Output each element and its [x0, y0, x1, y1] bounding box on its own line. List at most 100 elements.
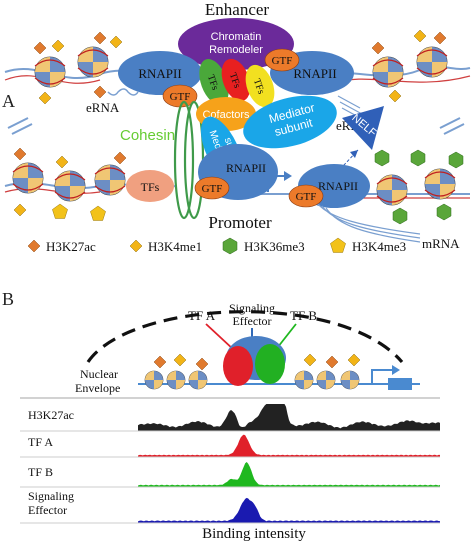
rnapii-label: RNAPII — [226, 161, 266, 175]
h3k4me1-mark — [388, 89, 402, 103]
h3k36me3-mark — [374, 149, 390, 167]
legend-h3k4me1-icon — [129, 239, 143, 253]
nuclear-envelope-line2: Envelope — [75, 381, 120, 395]
h3k27ac-mark — [33, 41, 47, 55]
nucleosome — [94, 164, 126, 196]
h3k4me1-mark — [38, 91, 52, 105]
break-mark-right — [439, 117, 465, 135]
track-label-3-line2: Effector — [28, 503, 67, 517]
nucleosome — [294, 370, 314, 390]
mrna-label: mRNA — [422, 236, 460, 251]
tf-b-label: TF B — [290, 308, 317, 323]
gtf-promoter — [194, 176, 230, 200]
nucleosome — [416, 46, 448, 78]
h3k4me1-mark — [109, 35, 123, 49]
h3k36me3-mark — [392, 207, 408, 225]
erna-transcript-left — [107, 88, 139, 96]
h3k36me3-mark — [410, 149, 426, 167]
track-signal-2 — [138, 462, 440, 486]
chromatin-remodeler — [178, 18, 294, 70]
tss-arrowhead — [284, 171, 292, 181]
legend-h3k27ac-icon — [27, 239, 41, 253]
nucleosome — [424, 168, 456, 200]
legend-h3k4me1-label: H3K4me1 — [148, 239, 202, 254]
tf-a-pointer — [205, 323, 235, 351]
track-label-2: TF B — [28, 465, 53, 479]
h3k4me1-mark — [51, 39, 65, 53]
nelf-triangle — [342, 106, 384, 150]
h3k27ac-mark — [433, 31, 447, 45]
track-signal-3 — [138, 497, 440, 522]
legend-h3k27ac-label: H3K27ac — [46, 239, 96, 254]
track-label-0: H3K27ac — [28, 408, 74, 422]
h3k27ac-mark — [371, 41, 385, 55]
nucleosome — [77, 46, 109, 78]
h3k36me3-mark — [436, 203, 452, 221]
gtf-label: GTF — [296, 191, 317, 203]
gtf-label: GTF — [170, 91, 191, 103]
tfs-salmon — [126, 170, 174, 202]
h3k4me1-mark — [13, 203, 27, 217]
gtf-label: GTF — [202, 183, 223, 195]
rnapii-label: RNAPII — [318, 179, 358, 193]
legend-h3k4me3-icon — [330, 237, 346, 253]
nelf-arrowhead — [350, 150, 358, 158]
legend-h3k4me3-label: H3K4me3 — [352, 239, 406, 254]
h3k4me1-mark — [55, 155, 69, 169]
gtf-label: GTF — [272, 55, 293, 67]
h3k4me1-mark — [347, 353, 361, 367]
h3k27ac-mark — [195, 357, 209, 371]
gtf-paused — [288, 184, 324, 208]
cohesin-ring — [173, 100, 195, 220]
track-label-3: Signaling — [28, 489, 74, 503]
h3k4me1-mark — [173, 353, 187, 367]
h3k4me3-mark — [52, 203, 68, 219]
enhancer-label: Enhancer — [205, 0, 270, 19]
tfs-label: TFs — [141, 180, 160, 194]
chromatin-remodeler-line1: Chromatin — [211, 31, 262, 43]
rnapii-label: RNAPII — [138, 66, 181, 81]
h3k4me1-mark — [413, 29, 427, 43]
h3k36me3-mark — [448, 151, 464, 169]
h3k4me3-mark — [90, 205, 106, 221]
h3k27ac-mark — [153, 355, 167, 369]
signaling-effector-line1: Signaling — [229, 301, 275, 315]
tfs-label: TFs — [251, 77, 267, 95]
tf-yellow — [245, 64, 275, 108]
lower-dna-strand-red — [4, 188, 101, 194]
chromatin-remodeler-line2: Remodeler — [209, 44, 263, 56]
mrna-transcript — [317, 203, 421, 243]
mediator-subunit — [243, 95, 337, 149]
tfs-label: TFs — [205, 73, 221, 91]
rnapii-label: RNAPII — [293, 66, 336, 81]
tfs-label: TFs — [227, 71, 243, 89]
nuclear-envelope-line1: Nuclear — [80, 367, 118, 381]
track-signal-0 — [138, 404, 440, 430]
xlabel-binding-intensity: Binding intensity — [202, 526, 306, 541]
nucleosome — [376, 174, 408, 206]
nucleosome — [188, 370, 208, 390]
gene-tss-arrow — [371, 369, 394, 384]
h3k27ac-mark — [93, 85, 107, 99]
tf-b-blob — [255, 344, 285, 384]
nucleosome — [166, 370, 186, 390]
h3k27ac-mark — [13, 147, 27, 161]
nucleosome — [372, 56, 404, 88]
nucleosome — [340, 370, 360, 390]
nucleosome — [34, 56, 66, 88]
nuclear-envelope — [86, 310, 404, 364]
nucleosome — [12, 162, 44, 194]
track-label-1: TF A — [28, 435, 53, 449]
tf-red — [221, 58, 251, 102]
nucleosome — [316, 370, 336, 390]
legend: H3K27ac H3K4me1 H3K36me3 H3K4me3 — [27, 237, 406, 255]
rnapii-enhancer-left — [118, 51, 202, 95]
cohesin-label: Cohesin — [120, 127, 175, 144]
panel-b-letter: B — [2, 289, 14, 309]
tss-arrow — [267, 175, 286, 192]
break-mark-left — [7, 117, 33, 135]
gene-body — [388, 378, 412, 390]
nucleosome — [144, 370, 164, 390]
